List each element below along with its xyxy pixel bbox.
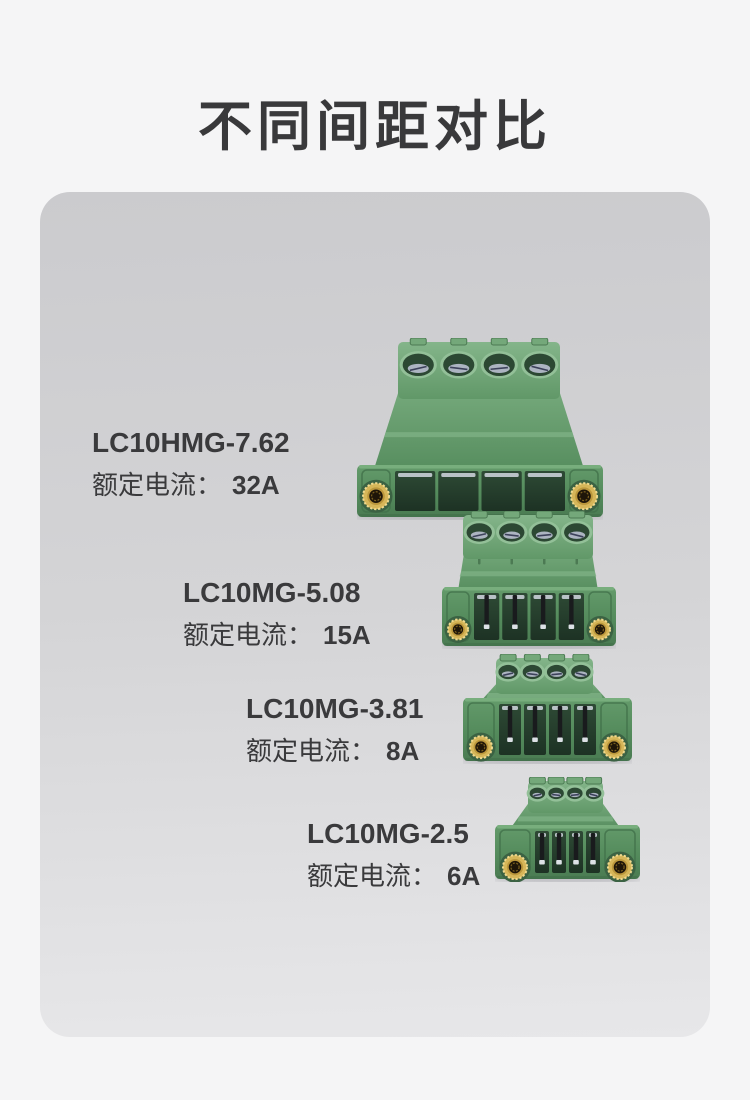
current-label: 额定电流： — [92, 470, 223, 500]
product-current: 额定电流： 6A — [307, 861, 480, 891]
product-model: LC10HMG-7.62 — [92, 427, 290, 458]
product-current: 额定电流： 8A — [246, 736, 423, 766]
product-label-lc10mg-2-5: LC10MG-2.5 额定电流： 6A — [307, 818, 480, 892]
terminal-block-image-2-5 — [492, 776, 643, 884]
current-value: 8A — [386, 736, 420, 766]
terminal-block-image-5-08 — [438, 510, 620, 651]
terminal-block-image-3-81 — [459, 653, 636, 766]
current-label: 额定电流： — [307, 861, 438, 891]
current-label: 额定电流： — [246, 736, 377, 766]
product-current: 额定电流： 32A — [92, 470, 290, 500]
current-label: 额定电流： — [183, 620, 314, 650]
product-model: LC10MG-3.81 — [246, 693, 424, 724]
product-label-lc10mg-3-81: LC10MG-3.81 额定电流： 8A — [246, 693, 424, 767]
product-label-lc10mg-5-08: LC10MG-5.08 额定电流： 15A — [183, 577, 371, 651]
product-current: 额定电流： 15A — [183, 620, 371, 650]
page-title: 不同间距对比 — [198, 97, 552, 157]
product-model: LC10MG-5.08 — [183, 577, 361, 608]
terminal-block-image-7-62 — [352, 337, 608, 522]
product-label-lc10hmg-7-62: LC10HMG-7.62 额定电流： 32A — [92, 427, 290, 501]
comparison-card: LC10HMG-7.62 额定电流： 32A LC10MG-5.08 额定电流： 1… — [40, 192, 710, 1037]
current-value: 32A — [232, 470, 280, 500]
product-model: LC10MG-2.5 — [307, 818, 469, 849]
current-value: 15A — [323, 620, 371, 650]
current-value: 6A — [447, 861, 481, 891]
